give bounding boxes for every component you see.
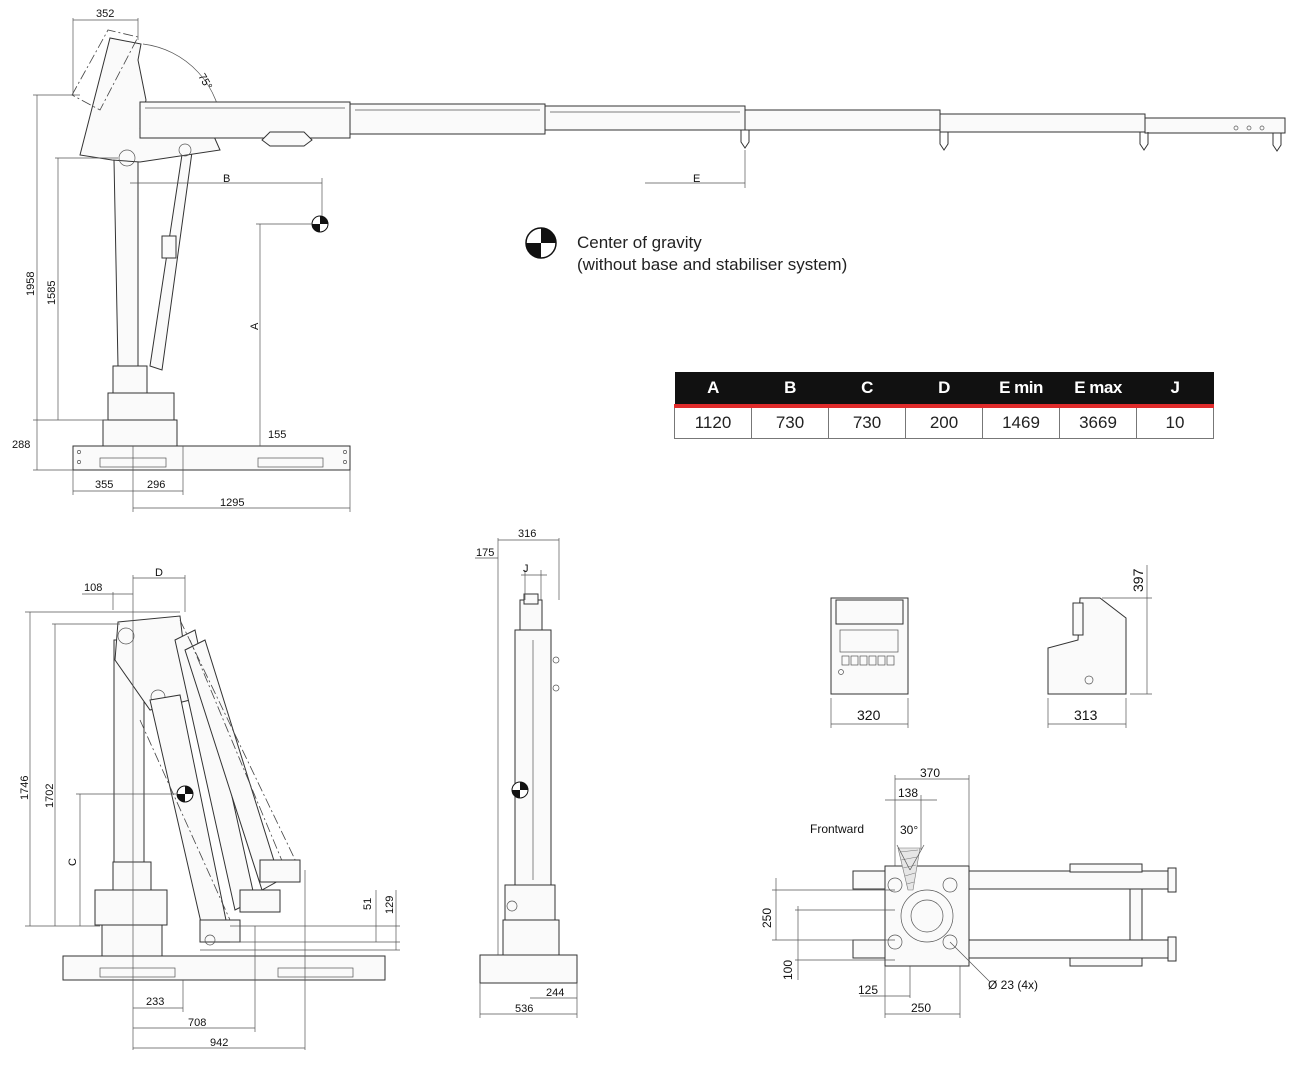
dim-155: 155 (268, 429, 286, 441)
dim-1746: 1746 (19, 776, 31, 800)
dim-316: 316 (518, 528, 536, 540)
control-box-front (830, 597, 909, 728)
dim-129: 129 (384, 896, 396, 914)
dim-51: 51 (362, 898, 374, 910)
dim-320: 320 (857, 707, 881, 723)
table-cell: 730 (828, 405, 906, 439)
table-cell: 1120 (674, 405, 752, 439)
cog-legend: Center of gravity (without base and stab… (524, 226, 884, 286)
dim-1702: 1702 (44, 784, 56, 808)
dim-100: 100 (781, 960, 795, 980)
cog-marker-folded (176, 785, 194, 803)
dim-angle-75: 75° (195, 72, 214, 92)
dim-1958: 1958 (25, 272, 37, 296)
table-header: E max (1059, 372, 1137, 408)
dim-244: 244 (546, 987, 564, 999)
table-header: E min (982, 372, 1060, 408)
dim-313: 313 (1074, 707, 1098, 723)
legend-line-1: Center of gravity (577, 233, 702, 252)
label-frontward: Frontward (810, 822, 864, 836)
front-view (475, 538, 578, 1018)
dim-355: 355 (95, 479, 113, 491)
dim-942: 942 (210, 1037, 228, 1049)
dim-296: 296 (147, 479, 165, 491)
dim-angle-30: 30° (900, 823, 918, 837)
base-plate-view (772, 775, 1177, 1018)
dim-1585: 1585 (46, 281, 58, 305)
dim-E: E (693, 173, 700, 185)
table-cell: 1469 (982, 405, 1060, 439)
dim-352: 352 (96, 8, 114, 20)
dim-J: J (523, 563, 529, 575)
dim-250-horizontal: 250 (911, 1001, 931, 1015)
legend-line-2: (without base and stabiliser system) (577, 255, 848, 274)
cog-marker-side (311, 215, 329, 233)
table-header: J (1136, 372, 1214, 408)
dim-108: 108 (84, 582, 102, 594)
table-header: D (905, 372, 983, 408)
dim-536: 536 (515, 1003, 533, 1015)
dim-250-vertical: 250 (760, 908, 774, 928)
table-cell: 200 (905, 405, 983, 439)
dim-233: 233 (146, 996, 164, 1008)
dim-C: C (67, 858, 79, 866)
table-row: 1120 730 730 200 1469 3669 10 (674, 405, 1214, 439)
dim-1295: 1295 (220, 497, 244, 509)
dim-370: 370 (920, 766, 940, 780)
dim-288: 288 (12, 439, 30, 451)
dim-175: 175 (476, 547, 494, 559)
dim-D: D (155, 567, 163, 579)
cog-marker-front (511, 781, 529, 799)
table-cell: 730 (751, 405, 829, 439)
table-cell: 10 (1136, 405, 1214, 439)
dim-125: 125 (858, 983, 878, 997)
dim-708: 708 (188, 1017, 206, 1029)
table-header-row: A B C D E min E max J (674, 372, 1214, 408)
table-header: B (751, 372, 829, 408)
table-cell: 3669 (1059, 405, 1137, 439)
dim-A: A (249, 322, 261, 330)
table-header: A (674, 372, 752, 408)
cog-icon (525, 227, 557, 259)
dim-138: 138 (898, 786, 918, 800)
folded-view (25, 575, 400, 1050)
control-box-side (1047, 565, 1152, 728)
table-header: C (828, 372, 906, 408)
dim-B: B (223, 173, 230, 185)
side-view (33, 18, 1286, 512)
label-holes: Ø 23 (4x) (988, 978, 1038, 992)
dimension-table: A B C D E min E max J 1120 730 730 200 1… (674, 372, 1214, 439)
dim-397: 397 (1130, 568, 1146, 592)
